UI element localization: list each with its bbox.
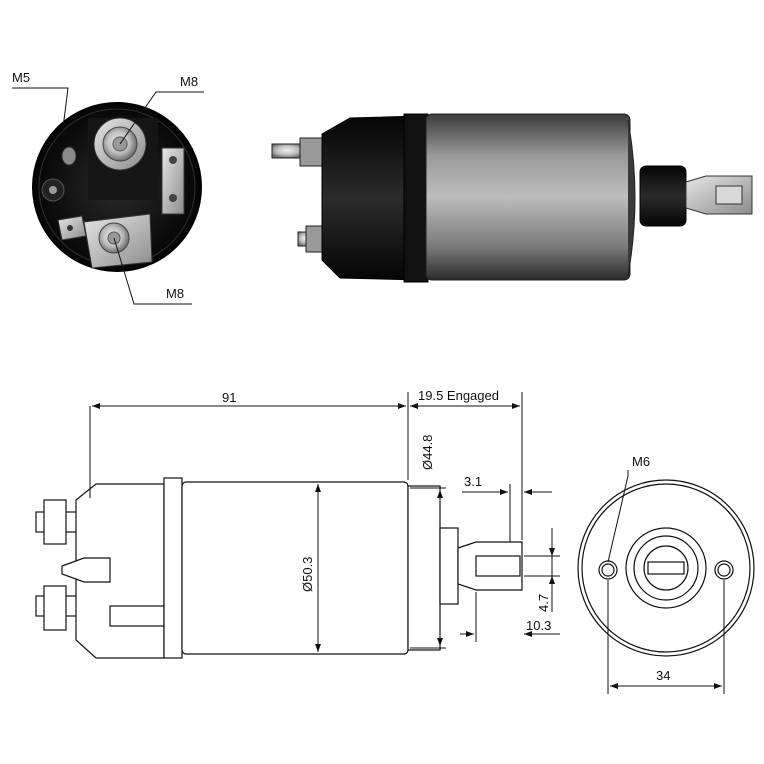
end-view-drawing: M6 34 [577,454,755,694]
dim-4-7: 4.7 [536,594,551,612]
solenoid-body [425,113,631,281]
dim-dia-50-3: Ø50.3 [300,557,315,592]
dim-10-3: 10.3 [526,618,551,633]
m5-terminal-stud [41,178,65,202]
end-face-photo: M5 M8 M8 [12,70,204,305]
side-elevation-drawing: 91 19.5 Engaged Ø44.8 Ø50.3 3.1 4.7 [35,388,560,659]
right-terminal-tab [161,147,185,215]
label-m5: M5 [12,70,30,85]
dim-34: 34 [656,668,670,683]
side-view-photo [271,113,753,283]
label-m8-top: M8 [180,74,198,89]
dim-3-1: 3.1 [464,474,482,489]
label-m6: M6 [632,454,650,469]
dim-dia-44-8: Ø44.8 [420,435,435,470]
end-face-hole [61,146,77,166]
bottom-terminal-stud [83,213,153,269]
dim-engaged-19-5: 19.5 Engaged [418,388,499,403]
label-m8-bottom: M8 [166,286,184,301]
dim-length-91: 91 [222,390,236,405]
plunger-boss [639,165,687,227]
